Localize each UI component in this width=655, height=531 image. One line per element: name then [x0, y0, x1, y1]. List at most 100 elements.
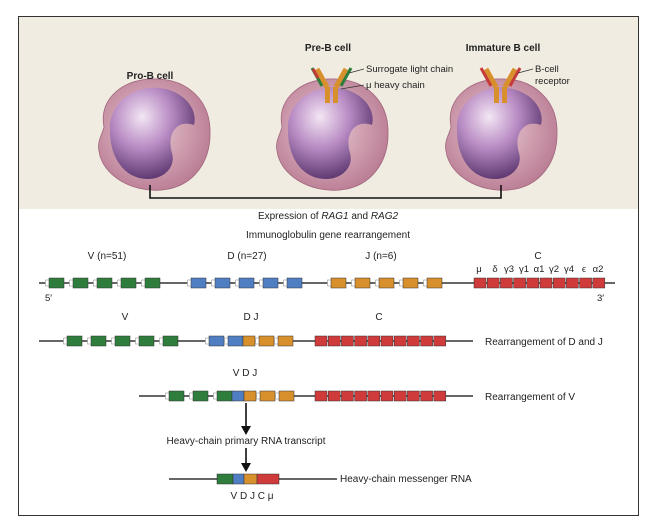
v-segment — [216, 473, 234, 485]
j-segment — [243, 473, 258, 485]
c-segment — [314, 390, 328, 402]
j-segment — [278, 390, 295, 402]
b-cell-receptor-label-line2: receptor — [535, 76, 570, 87]
c-segment — [354, 390, 367, 402]
c-segment — [393, 390, 407, 402]
d-segment — [262, 277, 279, 289]
c-segment — [380, 390, 394, 402]
d-segment — [214, 277, 231, 289]
c-segment — [500, 277, 513, 289]
v-segment — [90, 335, 107, 347]
c-segment — [420, 390, 433, 402]
surrogate-light-chain-label: Surrogate light chain — [366, 64, 453, 75]
five-prime-label: 5′ — [45, 293, 52, 304]
c-segment — [592, 277, 606, 289]
d-segment — [232, 473, 245, 485]
j-segments-label: J (n=6) — [365, 251, 396, 262]
v-segment — [66, 335, 83, 347]
j-segment — [259, 390, 276, 402]
b-cell-receptor-label-line1: B-cell — [535, 64, 559, 75]
v-segment — [72, 277, 89, 289]
c-segment — [367, 390, 381, 402]
c-segment — [393, 335, 407, 347]
v-segment — [162, 335, 179, 347]
constant-gene-label: γ2 — [549, 264, 559, 275]
dj-step-dj-label: D J — [244, 312, 259, 323]
pre-b-cell-image — [276, 78, 389, 191]
b-cell-receptor-icon — [479, 67, 522, 103]
splicing-arrow-head — [241, 463, 251, 472]
pro-b-cell-image — [98, 78, 211, 191]
c-segment — [314, 335, 328, 347]
v-segment — [120, 277, 137, 289]
d-segment — [227, 335, 244, 347]
c-segment — [552, 277, 566, 289]
j-segment — [354, 277, 371, 289]
stage-bracket — [149, 185, 502, 199]
c-segment — [407, 335, 420, 347]
v-step-vdj-label: V D J — [233, 368, 257, 379]
j-segment — [242, 335, 256, 347]
v-segment — [144, 277, 161, 289]
dj-step-caption: Rearrangement of D and J — [485, 337, 603, 348]
receptor-leader-line — [517, 68, 534, 74]
j-segment — [402, 277, 419, 289]
constant-gene-label: γ3 — [504, 264, 514, 275]
pre-b-receptor-icon — [310, 67, 353, 103]
constant-gene-label: γ1 — [519, 264, 529, 275]
c-segment — [407, 390, 420, 402]
surrogate-leader-line — [348, 68, 365, 74]
v-segment — [192, 390, 209, 402]
v-segment — [114, 335, 131, 347]
j-segment — [258, 335, 275, 347]
c-segment — [367, 335, 381, 347]
j-segment — [330, 277, 347, 289]
transcription-arrow-head — [241, 426, 251, 435]
gene-diagram: Pro-B cell Pre-B cell Immature B cell Su… — [39, 43, 615, 502]
dj-step-v-label: V — [122, 312, 129, 323]
j-segment — [426, 277, 443, 289]
constant-gene-label: α1 — [534, 264, 545, 275]
d-segment — [231, 390, 245, 402]
c-segment — [513, 277, 526, 289]
expression-label: Expression of RAG1 and RAG2 — [258, 211, 399, 222]
c-segments-label: C — [534, 251, 541, 262]
v-segment — [216, 390, 233, 402]
mu-leader-line — [340, 84, 365, 90]
c-segment — [256, 473, 280, 485]
c-segment — [420, 335, 433, 347]
c-segment — [341, 390, 354, 402]
mrna-caption: Heavy-chain messenger RNA — [340, 474, 472, 485]
c-segment — [327, 335, 341, 347]
rearrangement-title: Immunoglobulin gene rearrangement — [246, 230, 410, 241]
d-segments-label: D (n=27) — [227, 251, 266, 262]
d-segment — [286, 277, 303, 289]
c-segment — [380, 335, 394, 347]
immature-b-cell-image — [445, 78, 558, 191]
c-segment — [433, 390, 447, 402]
v-segment — [168, 390, 185, 402]
c-segment — [473, 277, 487, 289]
c-segment — [486, 277, 500, 289]
v-step-caption: Rearrangement of V — [485, 392, 575, 403]
c-segment — [539, 277, 553, 289]
constant-gene-label: μ — [476, 264, 481, 275]
immature-b-cell-label: Immature B cell — [466, 43, 541, 54]
j-segment — [378, 277, 395, 289]
three-prime-label: 3′ — [597, 293, 604, 304]
gene-segments — [45, 277, 606, 485]
pre-b-cell-label: Pre-B cell — [305, 43, 351, 54]
c-segment — [327, 390, 341, 402]
pro-b-cell-label: Pro-B cell — [127, 71, 174, 82]
c-segment — [526, 277, 540, 289]
v-segment — [48, 277, 65, 289]
constant-gene-label: ϵ — [582, 264, 586, 275]
constant-gene-label: δ — [492, 264, 497, 275]
v-segments-label: V (n=51) — [88, 251, 127, 262]
primary-transcript-label: Heavy-chain primary RNA transcript — [167, 436, 326, 447]
constant-gene-label: α2 — [593, 264, 604, 275]
c-segment — [433, 335, 447, 347]
v-segment — [138, 335, 155, 347]
d-segment — [190, 277, 207, 289]
